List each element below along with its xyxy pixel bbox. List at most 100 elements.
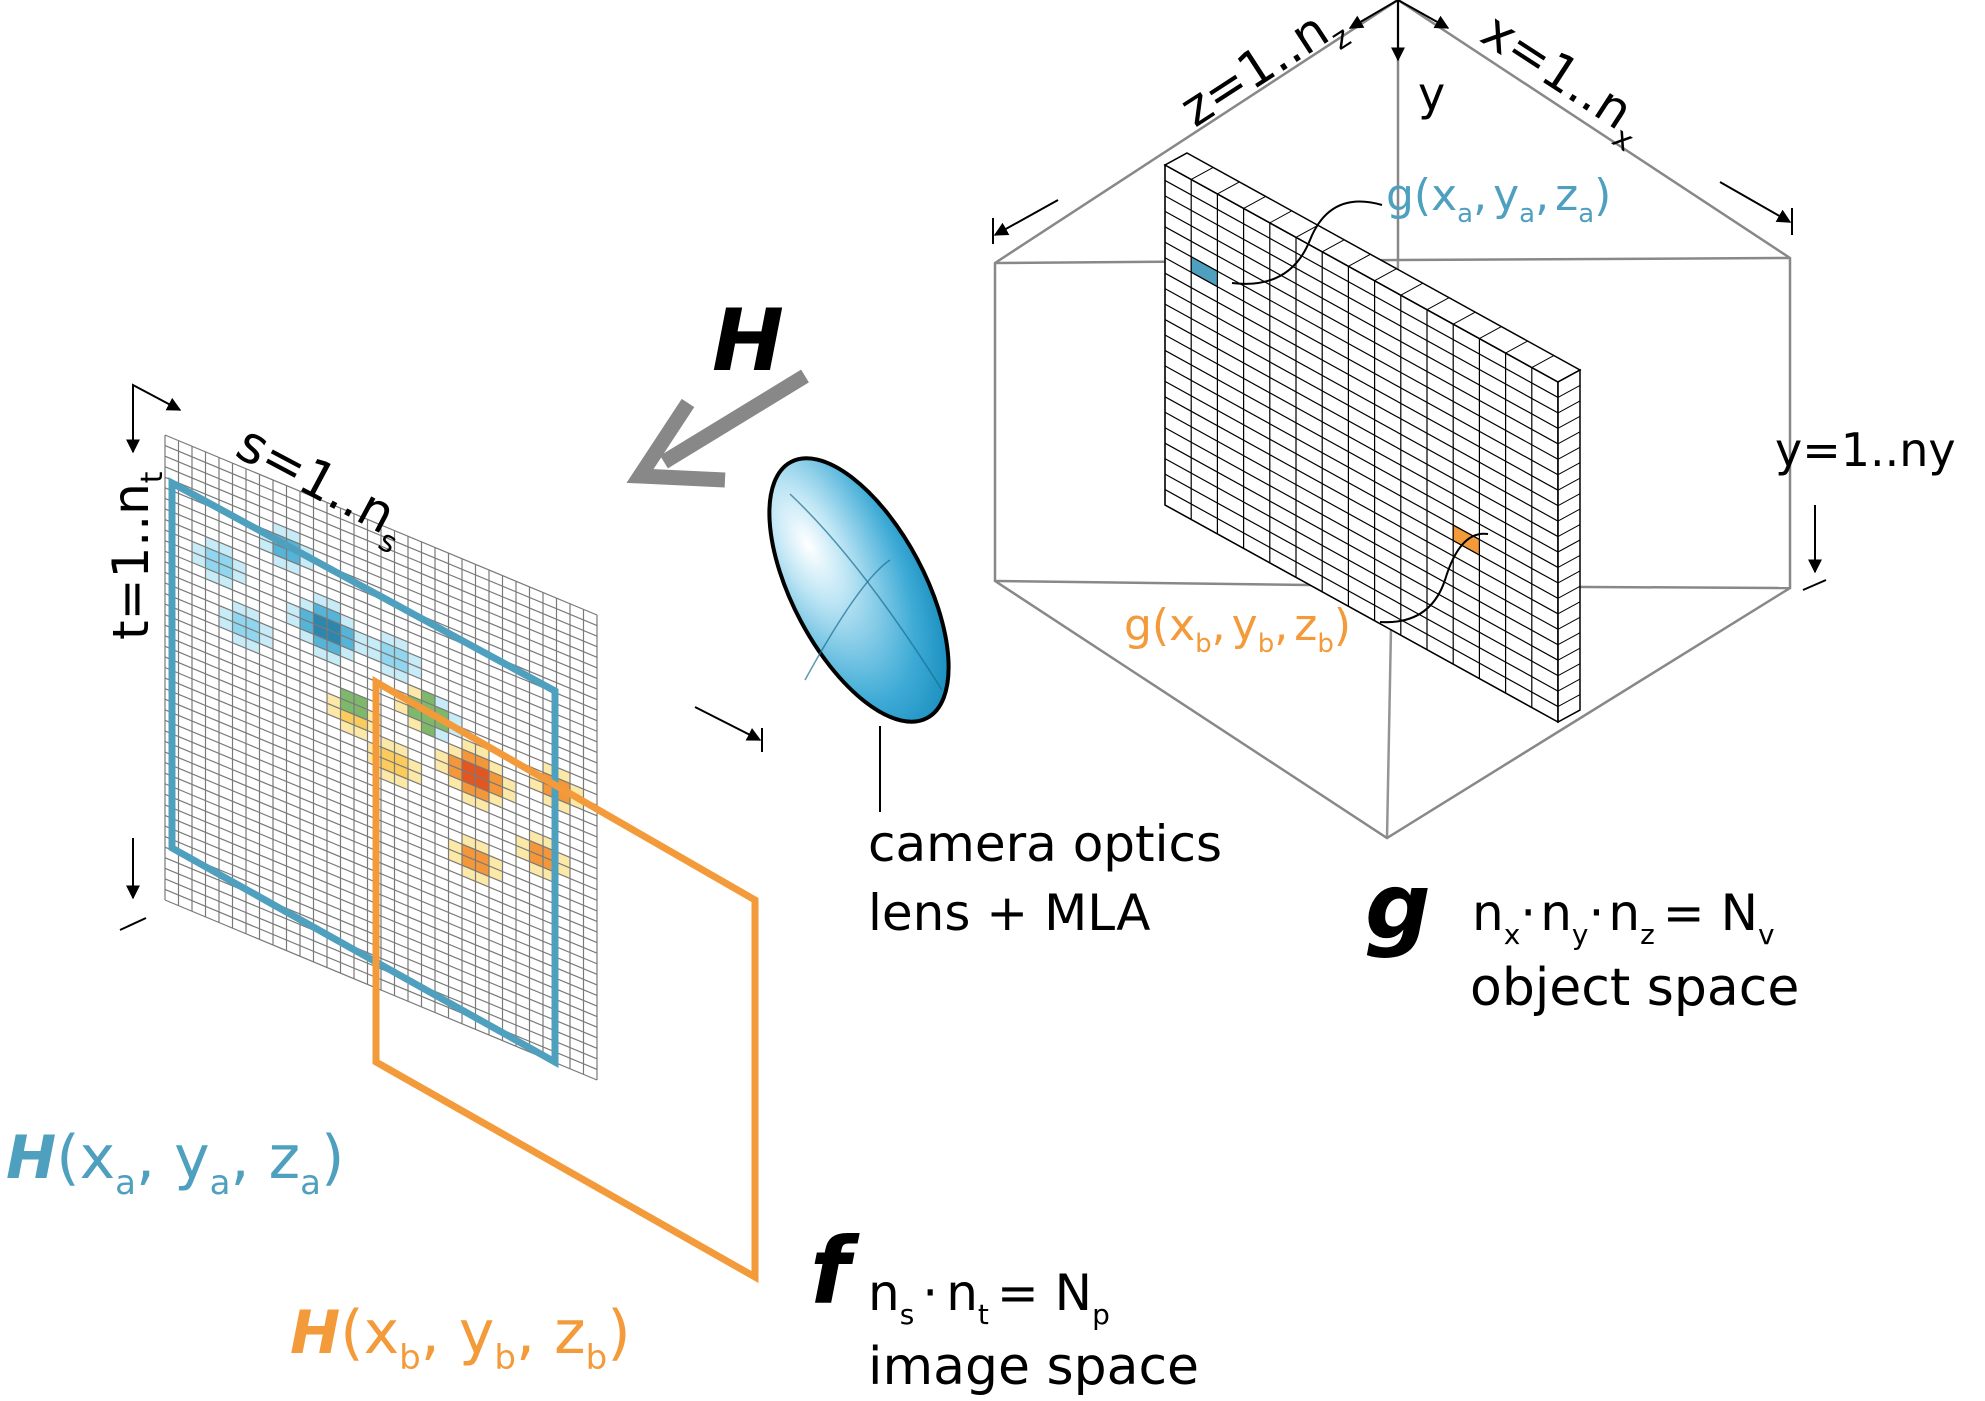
psf-cell (219, 605, 233, 622)
voxel-line (1348, 253, 1371, 267)
psf-cell (448, 764, 462, 781)
psf-cell (232, 632, 246, 649)
psf-cell (219, 573, 233, 590)
axis-x-label: x=1..nx (1466, 1, 1658, 159)
voxel-line (1531, 355, 1555, 368)
psf-cell (192, 541, 206, 558)
psf-cell (475, 849, 489, 866)
grid-line (164, 836, 598, 1018)
psf-cell (205, 536, 219, 553)
voxel-line (1190, 167, 1214, 180)
voxel-line (1557, 539, 1581, 553)
psf-cell (313, 591, 327, 609)
voxel-line (1374, 268, 1397, 282)
psf-cell (232, 558, 246, 575)
voxel-line (1164, 458, 1559, 677)
camera-lens (767, 456, 951, 812)
psf-cell (259, 622, 273, 639)
psf-cell (286, 559, 300, 576)
psf-cell (529, 840, 543, 857)
grid-line (164, 518, 598, 701)
voxel-line (1164, 427, 1559, 646)
psf-cell (246, 616, 260, 633)
voxel-line (1164, 473, 1559, 692)
axis-s-label: s=1..ns (223, 414, 419, 562)
sensor-axis-arrows (119, 383, 763, 931)
psf-cell (462, 854, 476, 871)
psf-cell (340, 645, 354, 662)
psf-cell (462, 759, 476, 776)
voxel-line (1164, 504, 1559, 723)
voxel-line (1164, 272, 1559, 491)
psf-cell (327, 608, 341, 625)
voxel-slab (1163, 152, 1582, 724)
psf-cell (502, 786, 516, 804)
voxel-a-leader (1231, 200, 1383, 285)
psf-cell (381, 641, 395, 658)
voxel-line (1164, 411, 1559, 630)
psf-cell (475, 786, 489, 803)
psf-cell (394, 636, 408, 653)
axis-z-label: z=1..nz (1170, 0, 1357, 146)
psf-cell (529, 777, 543, 794)
psf-cell (435, 727, 449, 744)
psf-cell (435, 695, 449, 712)
psf-cell (246, 637, 260, 655)
psf-cell (273, 522, 287, 539)
psf-cell (475, 870, 489, 888)
grid-line (164, 698, 598, 880)
psf-cell (286, 527, 300, 545)
psf-cell (300, 554, 314, 571)
voxel-line (1164, 288, 1559, 507)
grid-line (164, 740, 598, 923)
voxel-line (1164, 210, 1559, 429)
voxel-line (1557, 446, 1581, 460)
psf-cell (435, 758, 449, 776)
psf-cell (381, 746, 395, 764)
psf-cell (232, 611, 246, 628)
psf-cell (354, 703, 368, 721)
psf-a-outline (168, 477, 559, 1068)
voxel-line (1321, 239, 1345, 253)
psf-cell (421, 721, 435, 738)
voxel-line (1269, 210, 1293, 224)
psf-cell (286, 601, 300, 619)
voxel-line (1164, 489, 1559, 708)
psf-cell (394, 752, 408, 769)
voxel-line (1557, 601, 1581, 615)
voxel-line (1557, 400, 1581, 414)
grid-line (164, 666, 598, 849)
psf-cell (394, 741, 408, 759)
psf-cell (502, 776, 516, 793)
psf-cell (205, 557, 219, 574)
grid-line (164, 582, 598, 764)
grid-line (164, 529, 598, 711)
psf-cell (462, 865, 476, 882)
grid-line (164, 571, 598, 753)
psf-cell (313, 613, 327, 630)
voxel-line (1557, 647, 1581, 661)
psf-cell (259, 537, 273, 554)
psf-cell (475, 775, 489, 792)
psf-cell (340, 687, 354, 704)
voxel-a (1190, 255, 1219, 288)
psf-cell (327, 692, 341, 709)
psf-cell (300, 618, 314, 635)
psf-cell (475, 839, 489, 856)
voxel-line (1164, 164, 1559, 383)
voxel-line (1557, 632, 1581, 646)
psf-cell (286, 549, 300, 566)
voxel-line (1164, 442, 1559, 661)
voxel-line (1164, 179, 1559, 398)
psf-cell (232, 568, 246, 585)
grid-line (164, 867, 598, 1049)
psf-cell (300, 596, 314, 614)
voxel-line (1164, 257, 1559, 476)
grid-line (164, 434, 598, 616)
psf-cell (367, 646, 381, 663)
grid-line (164, 772, 598, 954)
psf-cell (381, 757, 395, 774)
image-space-equation: ns·nt= Np (868, 1264, 1110, 1331)
voxel-line (1452, 311, 1476, 325)
voxel-line (1557, 462, 1581, 476)
